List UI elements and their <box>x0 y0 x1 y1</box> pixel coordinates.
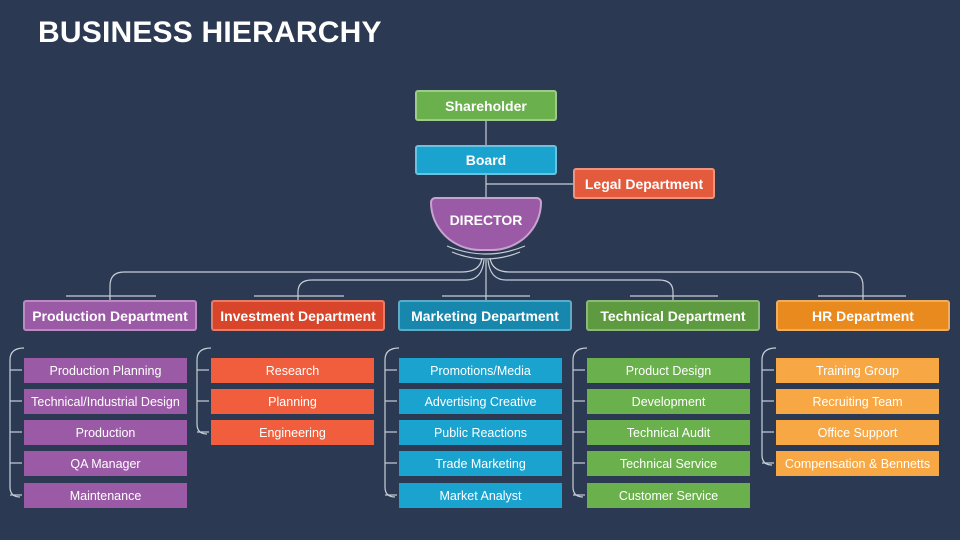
list-item-label: Maintenance <box>69 488 142 503</box>
list-item[interactable]: Technical/Industrial Design <box>24 389 187 414</box>
list-item[interactable]: Trade Marketing <box>399 451 562 476</box>
list-item-label: QA Manager <box>70 456 141 471</box>
director-label: DIRECTOR <box>449 212 523 228</box>
department-technical[interactable]: Technical Department <box>586 300 760 331</box>
department-label: HR Department <box>812 307 914 324</box>
legal-department-node[interactable]: Legal Department <box>573 168 715 199</box>
director-arc-2 <box>451 251 521 260</box>
department-label: Production Department <box>32 307 188 324</box>
list-item-label: Compensation & Bennetts <box>784 456 931 471</box>
list-item[interactable]: Production <box>24 420 187 445</box>
list-item-label: Production <box>75 425 136 440</box>
bracket-investment <box>196 347 212 435</box>
department-label: Investment Department <box>220 307 376 324</box>
list-item[interactable]: Planning <box>211 389 374 414</box>
list-item-label: Public Reactions <box>433 425 528 440</box>
list-item-label: Customer Service <box>618 488 719 503</box>
list-item[interactable]: Compensation & Bennetts <box>776 451 939 476</box>
list-item[interactable]: QA Manager <box>24 451 187 476</box>
list-item[interactable]: Recruiting Team <box>776 389 939 414</box>
shareholder-label: Shareholder <box>445 97 527 114</box>
department-label: Marketing Department <box>411 307 559 324</box>
list-item-label: Promotions/Media <box>430 363 531 378</box>
shareholder-node[interactable]: Shareholder <box>415 90 557 121</box>
list-item-label: Technical Audit <box>626 425 711 440</box>
board-label: Board <box>465 152 507 168</box>
connector-director-hr <box>489 257 864 300</box>
list-item-label: Training Group <box>816 363 899 378</box>
connector-director-production <box>109 257 483 300</box>
list-item[interactable]: Advertising Creative <box>399 389 562 414</box>
list-item-label: Product Design <box>625 363 712 378</box>
list-item-label: Planning <box>268 394 317 409</box>
list-item[interactable]: Engineering <box>211 420 374 445</box>
list-item[interactable]: Development <box>587 389 750 414</box>
department-marketing[interactable]: Marketing Department <box>398 300 572 331</box>
list-item-label: Research <box>265 363 320 378</box>
bracket-technical <box>572 347 588 498</box>
list-item[interactable]: Promotions/Media <box>399 358 562 383</box>
list-item-label: Advertising Creative <box>424 394 537 409</box>
list-item-label: Development <box>631 394 706 409</box>
list-item-label: Recruiting Team <box>812 394 903 409</box>
list-item-label: Production Planning <box>49 363 162 378</box>
department-production[interactable]: Production Department <box>23 300 197 331</box>
department-hr[interactable]: HR Department <box>776 300 950 331</box>
board-node[interactable]: Board <box>415 145 557 175</box>
list-item-label: Engineering <box>259 425 326 440</box>
list-item[interactable]: Production Planning <box>24 358 187 383</box>
list-item-label: Trade Marketing <box>435 456 526 471</box>
list-item[interactable]: Training Group <box>776 358 939 383</box>
connector-director-technical <box>487 259 674 300</box>
bracket-production <box>9 347 25 498</box>
connector-director-investment <box>297 259 485 300</box>
list-item[interactable]: Customer Service <box>587 483 750 508</box>
page-title: BUSINESS HIERARCHY <box>38 16 382 49</box>
list-item[interactable]: Maintenance <box>24 483 187 508</box>
list-item[interactable]: Research <box>211 358 374 383</box>
bracket-hr <box>761 347 777 466</box>
list-item[interactable]: Technical Audit <box>587 420 750 445</box>
department-label: Technical Department <box>600 307 746 324</box>
list-item-label: Technical/Industrial Design <box>31 394 180 409</box>
legal-department-label: Legal Department <box>584 175 704 192</box>
list-item[interactable]: Office Support <box>776 420 939 445</box>
director-arc-1 <box>446 245 526 255</box>
list-item[interactable]: Market Analyst <box>399 483 562 508</box>
list-item[interactable]: Product Design <box>587 358 750 383</box>
list-item[interactable]: Technical Service <box>587 451 750 476</box>
list-item[interactable]: Public Reactions <box>399 420 562 445</box>
bracket-marketing <box>384 347 400 498</box>
list-item-label: Market Analyst <box>439 488 522 503</box>
list-item-label: Technical Service <box>619 456 718 471</box>
department-investment[interactable]: Investment Department <box>211 300 385 331</box>
list-item-label: Office Support <box>817 425 898 440</box>
